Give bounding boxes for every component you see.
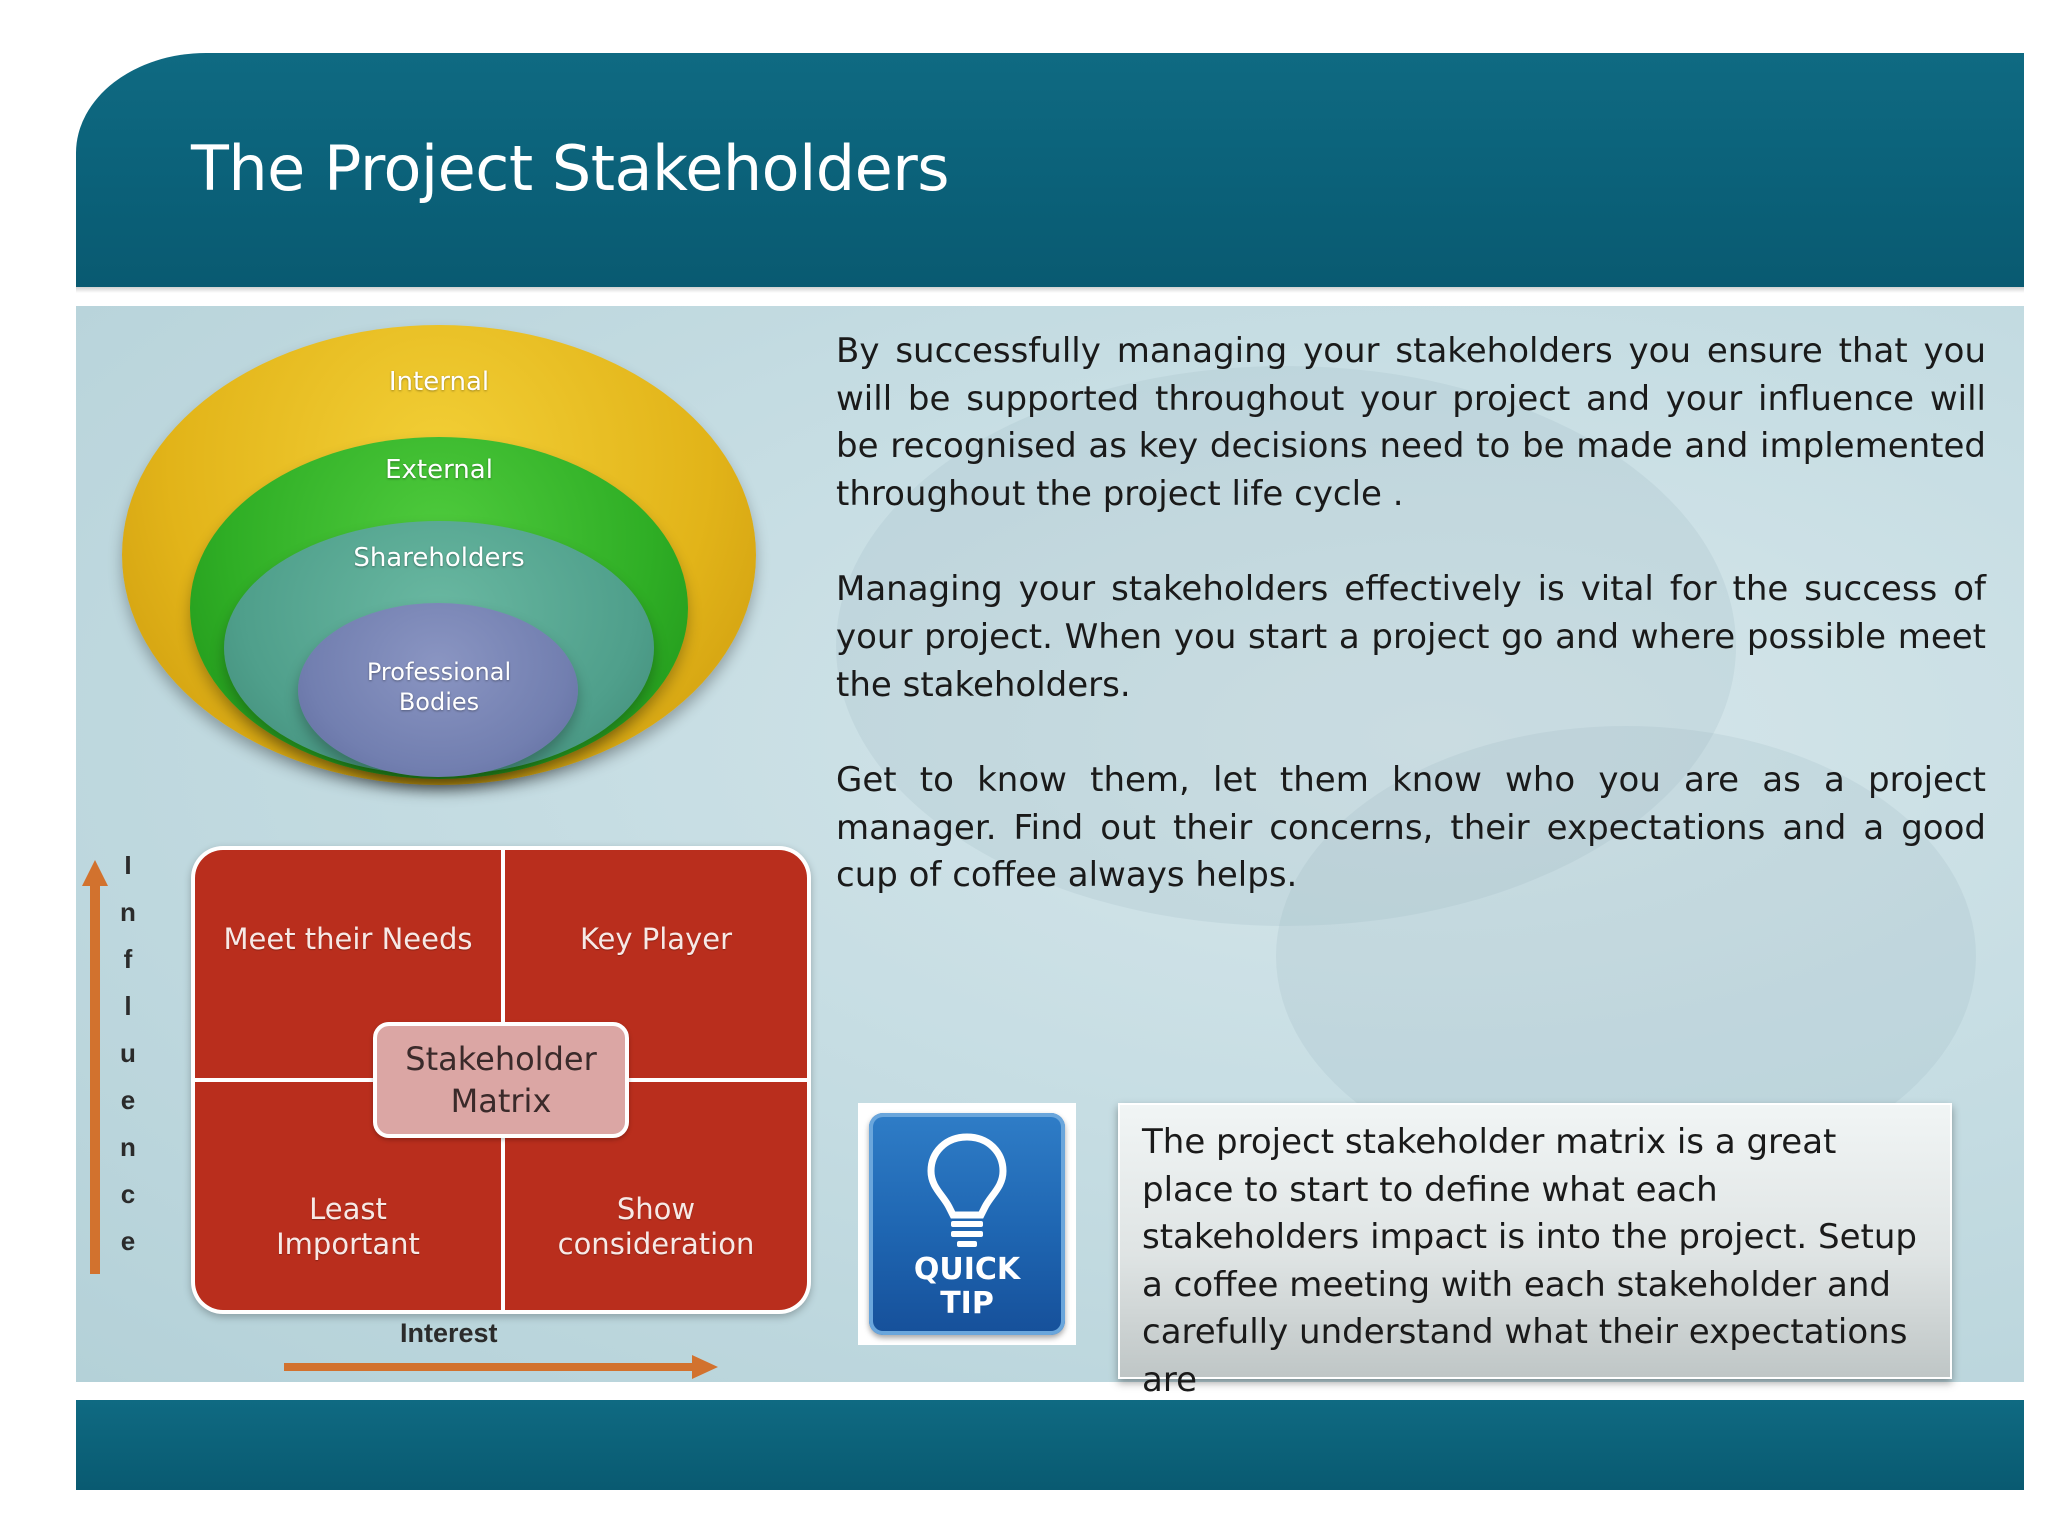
quick-tip-text-box: The project stakeholder matrix is a grea…	[1118, 1103, 1952, 1400]
header-bar	[76, 53, 2024, 293]
matrix-center-line: Matrix	[450, 1082, 552, 1120]
influence-letter: l	[124, 991, 132, 1021]
ring-professional-bodies	[298, 603, 578, 777]
influence-arrow-icon	[82, 860, 108, 1274]
ring-label-professional: Professional Bodies	[314, 657, 564, 717]
paragraph: By successfully managing your stakeholde…	[836, 331, 1986, 514]
lightbulb-icon	[927, 1133, 1007, 1247]
stakeholder-matrix: Meet their Needs Key Player Least Import…	[191, 846, 811, 1314]
ring-label-professional-line2: Bodies	[398, 688, 480, 716]
quadrant-label-line: Show	[616, 1192, 696, 1226]
quadrant-label-line: consideration	[557, 1227, 755, 1261]
ring-label-internal: Internal	[388, 367, 490, 397]
matrix-center-label: Stakeholder Matrix	[373, 1022, 629, 1138]
matrix-center-line: Stakeholder	[405, 1040, 597, 1078]
quadrant-label: Key Player	[579, 922, 733, 956]
quick-tip-label: QUICK TIP	[869, 1253, 1065, 1321]
influence-axis-label: I n f l u e n c e	[118, 842, 138, 1265]
background-watermark	[836, 366, 1736, 926]
quadrant-label: Show consideration	[505, 1192, 807, 1262]
body-text: By successfully managing your stakeholde…	[836, 328, 1986, 948]
quadrant-least-important: Least Important	[195, 1082, 501, 1310]
quick-tip-badge: QUICK TIP	[858, 1103, 1076, 1345]
quadrant-label: Meet their Needs	[223, 922, 473, 956]
footer-bar	[76, 1400, 2024, 1490]
ring-label-shareholders: Shareholders	[353, 543, 525, 573]
interest-axis-label: Interest	[400, 1318, 498, 1348]
paragraph: Managing your stakeholders effectively i…	[836, 569, 1986, 705]
influence-letter: f	[123, 944, 133, 974]
ring-label-professional-line1: Professional	[366, 658, 512, 686]
quadrant-label-line: Least	[309, 1192, 387, 1226]
quick-tip-line: QUICK	[913, 1252, 1021, 1287]
quadrant-label-line: Important	[276, 1227, 420, 1261]
influence-letter: e	[120, 1085, 136, 1115]
paragraph: Get to know them, let them know who you …	[836, 760, 1986, 896]
influence-letter: n	[120, 897, 136, 927]
ring-label-external: External	[385, 455, 493, 485]
influence-letter: c	[120, 1179, 136, 1209]
stakeholder-rings-diagram: Internal External Shareholders Professio…	[122, 325, 756, 785]
interest-arrow-icon	[284, 1355, 718, 1379]
quick-tip-line: TIP	[940, 1286, 994, 1321]
influence-letter: u	[120, 1038, 136, 1068]
quadrant-label: Least Important	[195, 1192, 501, 1262]
quick-tip-icon-tile: QUICK TIP	[869, 1113, 1065, 1335]
influence-letter: e	[120, 1226, 136, 1256]
slide-title: The Project Stakeholders	[191, 132, 950, 205]
influence-letter: n	[120, 1132, 136, 1162]
influence-letter: I	[124, 850, 132, 880]
